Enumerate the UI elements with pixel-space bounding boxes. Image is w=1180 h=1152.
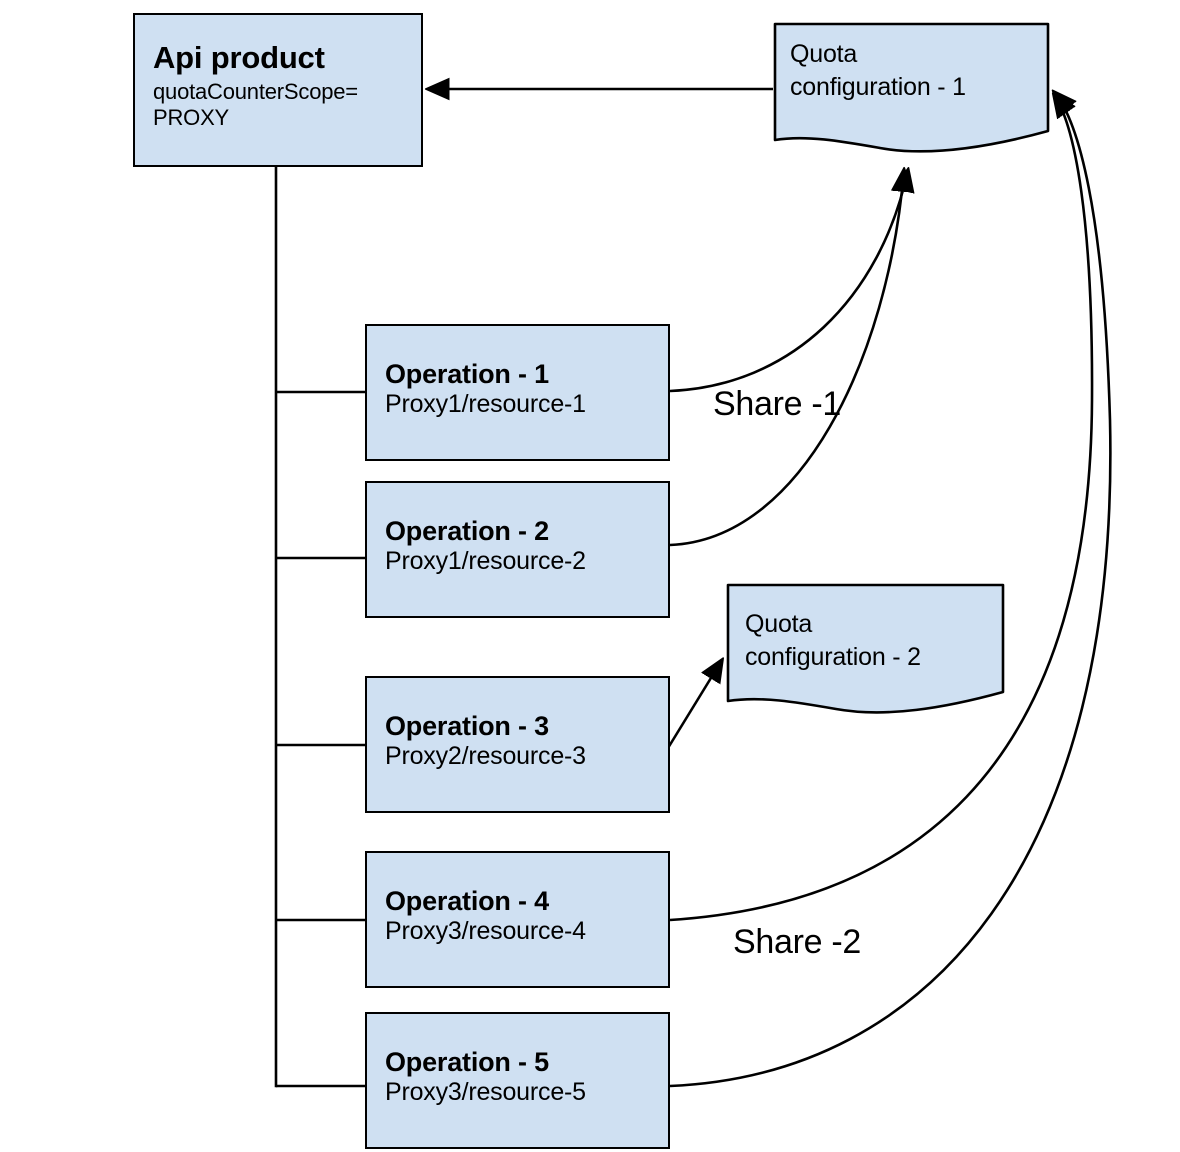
quota-configuration-2-shape [726, 583, 1005, 714]
operation-1-title: Operation - 1 [385, 358, 549, 389]
operation-4-title: Operation - 4 [385, 885, 549, 916]
quota-configuration-1-shape [773, 22, 1050, 153]
operation-4-path: Proxy3/resource-4 [385, 917, 586, 946]
node-api-product[interactable]: Api product quotaCounterScope= PROXY [133, 13, 423, 167]
api-product-title: Api product [153, 40, 325, 75]
operation-1-path: Proxy1/resource-1 [385, 390, 586, 419]
operation-2-title: Operation - 2 [385, 515, 549, 546]
edge-operation-2-to-quota-configuration-1 [669, 170, 904, 547]
operation-3-title: Operation - 3 [385, 710, 549, 741]
node-operation-1[interactable]: Operation - 1 Proxy1/resource-1 [365, 324, 670, 461]
edge-operation-5-to-quota-configuration-1 [669, 92, 1112, 1088]
edge-label-share-1: Share -1 [713, 385, 842, 423]
edge-operation-1-to-quota-configuration-1 [669, 170, 908, 393]
node-operation-4[interactable]: Operation - 4 Proxy3/resource-4 [365, 851, 670, 988]
node-operation-3[interactable]: Operation - 3 Proxy2/resource-3 [365, 676, 670, 813]
api-product-attribute: quotaCounterScope= [153, 78, 358, 104]
operation-2-path: Proxy1/resource-2 [385, 547, 586, 576]
edge-operation-4-to-quota-configuration-1 [669, 95, 1094, 922]
operation-3-path: Proxy2/resource-3 [385, 742, 586, 771]
operation-5-path: Proxy3/resource-5 [385, 1078, 586, 1107]
operation-5-title: Operation - 5 [385, 1046, 549, 1077]
node-operation-5[interactable]: Operation - 5 Proxy3/resource-5 [365, 1012, 670, 1149]
edge-label-share-2: Share -2 [733, 923, 862, 961]
edge-operation-3-to-quota-configuration-2 [666, 660, 722, 749]
api-product-attribute-value: PROXY [153, 105, 230, 131]
node-operation-2[interactable]: Operation - 2 Proxy1/resource-2 [365, 481, 670, 618]
